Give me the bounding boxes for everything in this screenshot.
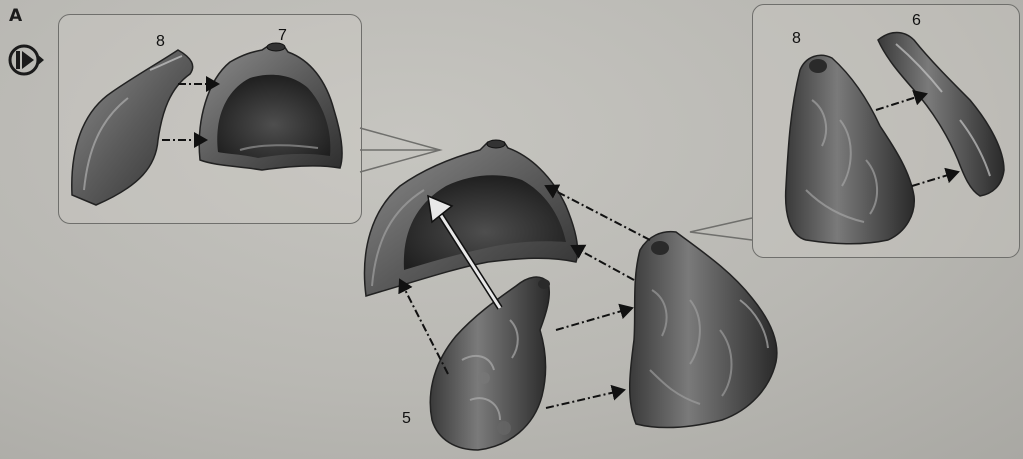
part-8-rock-right	[786, 55, 915, 243]
part-number-7: 7	[278, 27, 287, 45]
part-number-6: 6	[912, 12, 921, 30]
assembled-dome	[364, 140, 577, 296]
part-number-5: 5	[402, 410, 411, 428]
part-5	[430, 277, 550, 450]
callout-line-right	[690, 218, 752, 240]
part-8-shell-left	[72, 50, 193, 205]
arrow-8-to-6-bottom	[912, 172, 958, 186]
part-number-8-right: 8	[792, 30, 801, 48]
part-7-dome	[199, 43, 342, 170]
arrow-5-to-right-upper	[556, 308, 632, 330]
arrow-right-to-dome-lower	[572, 246, 634, 280]
arrow-8-to-6-top	[876, 94, 926, 110]
arrow-5-to-right-lower	[546, 390, 624, 408]
part-number-8-left: 8	[156, 33, 165, 51]
part-6-8-assembly	[630, 232, 777, 428]
